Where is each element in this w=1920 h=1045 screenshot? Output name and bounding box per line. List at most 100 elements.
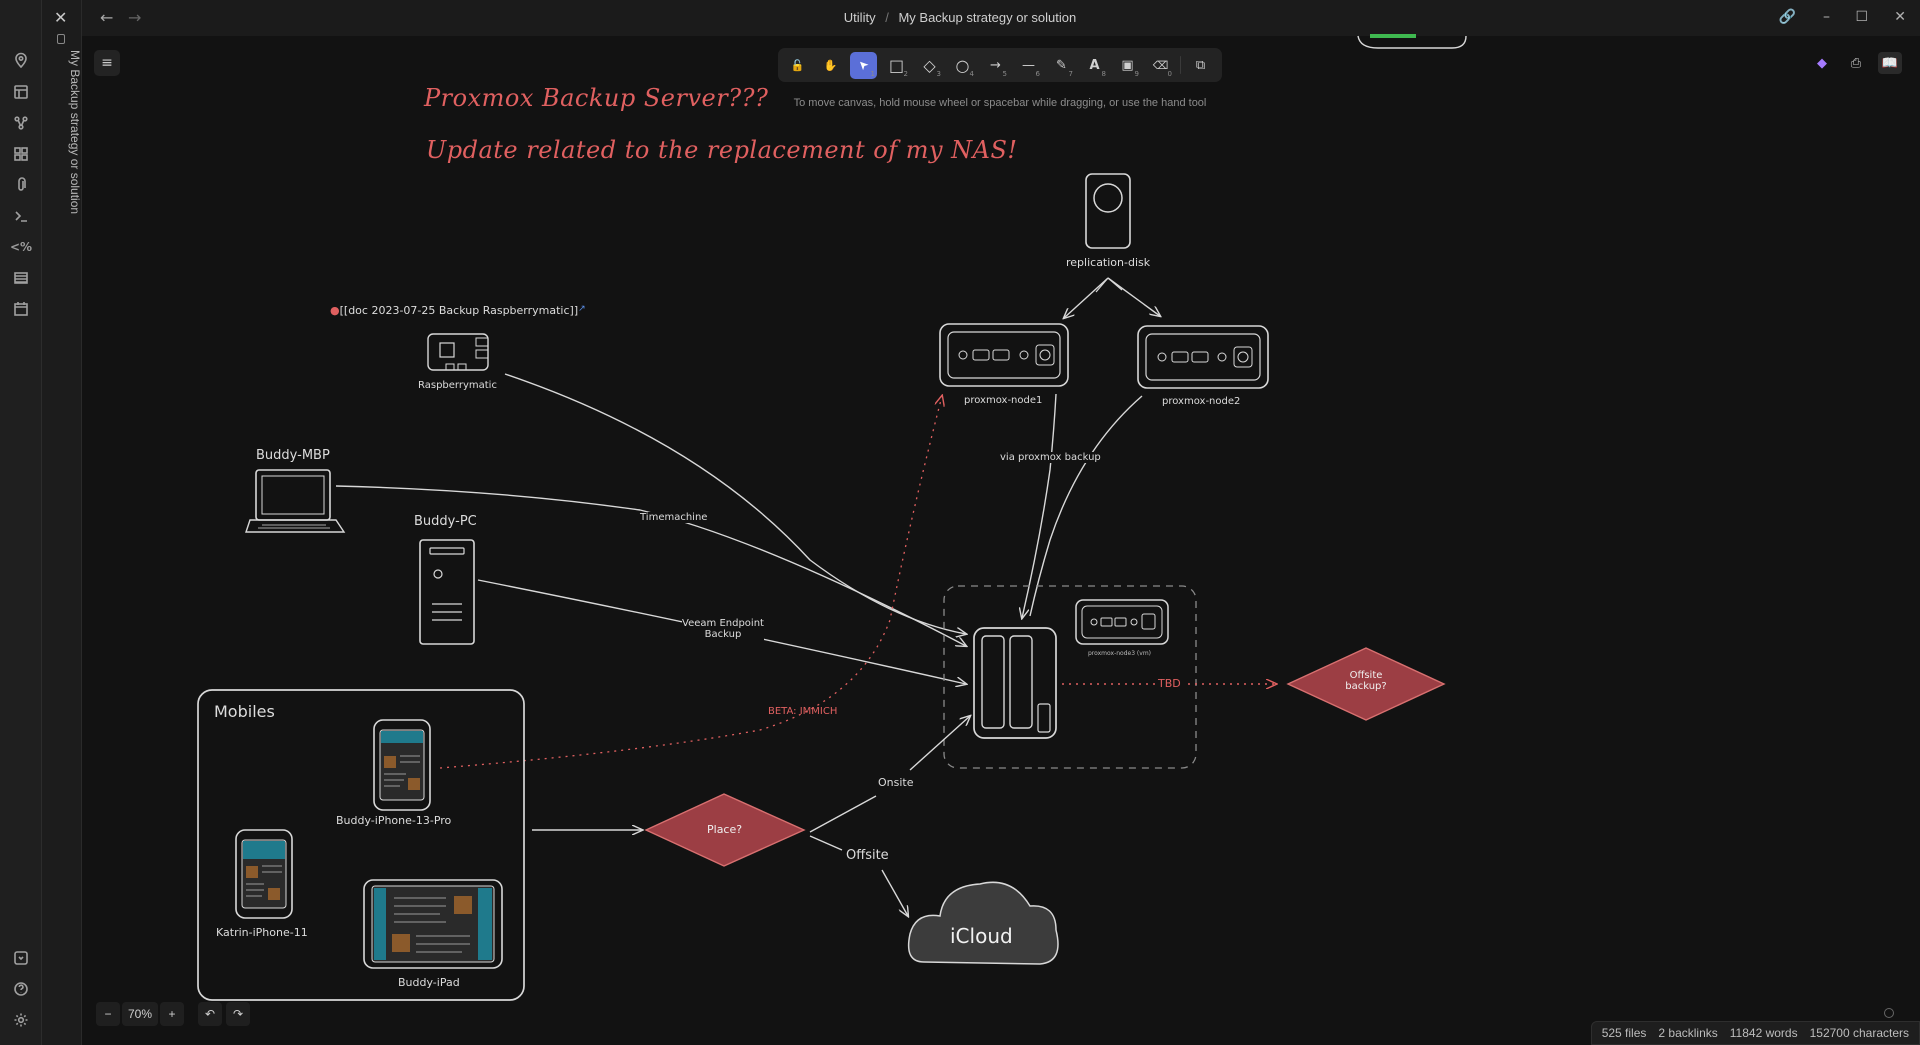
katrin-iphone-label[interactable]: Katrin-iPhone-11 xyxy=(216,926,308,939)
eraser-tool-icon[interactable]: ⌫0 xyxy=(1147,52,1174,79)
status-words: 11842 words xyxy=(1729,1026,1798,1040)
undo-redo: ↶ ↷ xyxy=(198,1002,250,1026)
export-icon[interactable]: ⎙ xyxy=(1850,55,1862,71)
close-icon[interactable]: ✕ xyxy=(54,8,68,27)
buddy-mbp-label[interactable]: Buddy-MBP xyxy=(256,448,330,463)
breadcrumb: Utility / My Backup strategy or solution xyxy=(0,10,1920,25)
settings-icon[interactable] xyxy=(9,1008,33,1032)
status-backlinks[interactable]: 2 backlinks xyxy=(1658,1026,1718,1040)
text-glyph: A xyxy=(1089,57,1100,73)
arrow-glyph: → xyxy=(990,57,1001,73)
rectangle-key: 2 xyxy=(903,69,908,78)
place-label[interactable]: Place? xyxy=(707,823,743,836)
reading-view-icon[interactable]: 📖 xyxy=(1878,52,1902,74)
select-tool-icon[interactable]: ➤1 xyxy=(850,51,877,79)
hand-tool-icon[interactable]: ✋ xyxy=(817,52,844,79)
line-key: 6 xyxy=(1035,69,1040,78)
image-glyph: ▣ xyxy=(1121,57,1134,73)
timemachine-label[interactable]: Timemachine xyxy=(640,512,708,523)
proxmox-node2-label[interactable]: proxmox-node2 xyxy=(1162,396,1241,407)
eraser-key: 0 xyxy=(1167,69,1172,78)
graph-icon[interactable] xyxy=(9,111,33,135)
proxmox-node1-label[interactable]: proxmox-node1 xyxy=(964,395,1043,406)
onsite-label[interactable]: Onsite xyxy=(878,776,914,789)
terminal-icon[interactable] xyxy=(9,204,33,228)
doc-link-text: [[doc 2023-07-25 Backup Raspberrymatic]] xyxy=(339,304,579,317)
grid-icon[interactable] xyxy=(9,142,33,166)
hamburger-menu-icon[interactable]: ≡ xyxy=(94,50,120,76)
help-dot-icon[interactable] xyxy=(1884,1008,1894,1018)
calendar-icon[interactable] xyxy=(9,297,33,321)
draw-key: 7 xyxy=(1068,69,1073,78)
draw-tool-icon[interactable]: ✎7 xyxy=(1048,52,1075,79)
rectangle-tool-icon[interactable]: □2 xyxy=(883,52,910,79)
proxmox-node3-label[interactable]: proxmox-node3 (vm) xyxy=(1088,650,1152,657)
icloud-label[interactable]: iCloud xyxy=(950,924,1013,948)
template-icon[interactable]: <% xyxy=(9,240,33,254)
redo-icon[interactable]: ↷ xyxy=(226,1002,250,1026)
doc-link-label[interactable]: ●[[doc 2023-07-25 Backup Raspberrymatic]… xyxy=(330,304,586,317)
forward-arrow-icon[interactable]: → xyxy=(128,8,142,27)
buddy-iphone-label[interactable]: Buddy-iPhone-13-Pro xyxy=(336,814,452,827)
lock-tool-icon[interactable]: 🔓 xyxy=(784,52,811,79)
undo-icon[interactable]: ↶ xyxy=(198,1002,222,1026)
select-glyph: ➤ xyxy=(854,56,873,74)
status-files: 525 files xyxy=(1601,1026,1647,1040)
zoom-out-button[interactable]: − xyxy=(96,1002,120,1026)
raspberrymatic-label[interactable]: Raspberrymatic xyxy=(418,380,497,391)
pin-icon[interactable] xyxy=(57,34,65,44)
library-tool-icon[interactable]: ⧉ xyxy=(1187,52,1214,79)
clip-icon[interactable] xyxy=(9,173,33,197)
link-icon[interactable]: 🔗 xyxy=(1778,9,1796,25)
zoom-in-button[interactable]: + xyxy=(160,1002,185,1026)
mobiles-label[interactable]: Mobiles xyxy=(214,702,275,721)
vault-icon[interactable] xyxy=(9,946,33,970)
via-proxmox-label[interactable]: via proxmox backup xyxy=(1000,452,1101,463)
obsidian-gem-icon[interactable]: ◆ xyxy=(1817,55,1827,71)
zoom-level[interactable]: 70% xyxy=(122,1002,159,1026)
toolbar-divider xyxy=(1180,56,1181,74)
line-tool-icon[interactable]: —6 xyxy=(1015,52,1042,79)
line-glyph: — xyxy=(1022,57,1035,73)
breadcrumb-separator: / xyxy=(885,10,889,25)
maximize-icon[interactable]: ☐ xyxy=(1855,9,1868,25)
arrow-key: 5 xyxy=(1002,69,1007,78)
buddy-ipad-label[interactable]: Buddy-iPad xyxy=(398,976,460,989)
arrow-tool-icon[interactable]: →5 xyxy=(982,52,1009,79)
breadcrumb-parent[interactable]: Utility xyxy=(843,10,876,25)
status-characters: 152700 characters xyxy=(1809,1026,1909,1040)
excalidraw-canvas[interactable] xyxy=(82,36,1920,1045)
collapsed-sidebar: ✕ My Backup strategy or solution xyxy=(42,0,82,1045)
external-link-icon[interactable]: ↗ xyxy=(578,304,586,314)
back-arrow-icon[interactable]: ← xyxy=(100,8,114,27)
veeam-label[interactable]: Veeam Endpoint Backup xyxy=(682,618,764,640)
text-key: 8 xyxy=(1101,69,1106,78)
replication-disk-label[interactable]: replication-disk xyxy=(1066,256,1151,269)
drawing-title-2[interactable]: Update related to the replacement of my … xyxy=(426,136,1018,164)
minimize-icon[interactable]: – xyxy=(1823,9,1830,25)
layout-icon[interactable] xyxy=(9,80,33,104)
diamond-key: 3 xyxy=(936,69,941,78)
right-tools: ◆ ⎙ 📖 xyxy=(1810,52,1902,74)
diamond-glyph: ◇ xyxy=(923,55,936,75)
offsite-backup-label[interactable]: Offsite backup? xyxy=(1345,670,1387,692)
rectangle-glyph: □ xyxy=(888,55,905,75)
image-tool-icon[interactable]: ▣9 xyxy=(1114,52,1141,79)
lock-glyph: 🔓 xyxy=(790,58,805,72)
canvas-hint: To move canvas, hold mouse wheel or spac… xyxy=(793,97,1207,109)
buddy-pc-label[interactable]: Buddy-PC xyxy=(414,514,477,529)
drawing-title-1[interactable]: Proxmox Backup Server??? xyxy=(424,84,769,112)
help-icon[interactable] xyxy=(9,977,33,1001)
tbd-label[interactable]: TBD xyxy=(1156,677,1183,690)
beta-immich-label[interactable]: BETA: IMMICH xyxy=(768,706,838,717)
window-close-icon[interactable]: ✕ xyxy=(1894,9,1906,25)
ellipse-tool-icon[interactable]: ○4 xyxy=(949,52,976,79)
table-icon[interactable] xyxy=(9,266,33,290)
diamond-tool-icon[interactable]: ◇3 xyxy=(916,52,943,79)
hand-glyph: ✋ xyxy=(823,58,838,72)
note-title[interactable]: My Backup strategy or solution xyxy=(898,10,1077,25)
sidebar-note-title[interactable]: My Backup strategy or solution xyxy=(68,50,82,215)
map-pin-icon[interactable] xyxy=(9,48,33,72)
offsite-label[interactable]: Offsite xyxy=(846,848,889,863)
